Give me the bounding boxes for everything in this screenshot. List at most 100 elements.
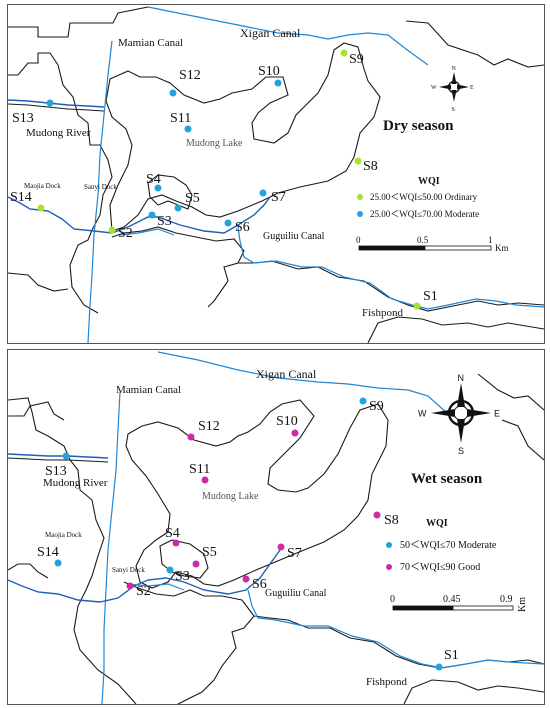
site-label-s5: S5 xyxy=(202,545,217,560)
scale-tick-0: 0 xyxy=(390,594,395,605)
mudong-river-line-2 xyxy=(8,103,105,112)
mudong-river-label: Mudong River xyxy=(26,127,91,139)
site-label-s13: S13 xyxy=(12,111,34,126)
scale-tick-2: 1 xyxy=(488,235,493,245)
fishpond-label: Fishpond xyxy=(362,307,403,319)
fishpond-boundary xyxy=(403,679,544,704)
scale-tick-1: 0.45 xyxy=(443,594,461,605)
site-label-s9: S9 xyxy=(349,52,364,67)
left-lower-boundary xyxy=(8,563,49,579)
site-label-s3: S3 xyxy=(175,569,190,584)
left-lower-boundary xyxy=(8,272,69,292)
xigan-canal xyxy=(147,6,429,66)
site-marker-s7 xyxy=(259,189,267,197)
mudong-river-label: Mudong River xyxy=(43,477,108,489)
site-label-s2: S2 xyxy=(136,584,151,599)
site-marker-s4 xyxy=(172,539,180,547)
site-marker-s6 xyxy=(242,575,250,583)
legend-title: WQI xyxy=(418,176,440,187)
site-label-s10: S10 xyxy=(258,64,280,79)
compass-s: S xyxy=(458,446,464,456)
site-label-s5: S5 xyxy=(185,191,200,206)
sampling-sites: S1 S2 S3 S4 S5 S6 S7 S8 S9 S10 S11 S12 S… xyxy=(37,397,459,671)
site-marker-s8 xyxy=(354,157,362,165)
place-labels: Xigan Canal Mamian Canal Mudong River Mu… xyxy=(24,26,403,319)
site-marker-s2 xyxy=(126,582,134,590)
compass-n: N xyxy=(458,373,465,383)
site-label-s11: S11 xyxy=(189,462,210,477)
legend-label-moderate: 50＜WQI≤70 Moderate xyxy=(400,540,497,551)
site-label-s12: S12 xyxy=(179,68,201,83)
site-label-s11: S11 xyxy=(170,111,191,126)
site-marker-s1 xyxy=(413,302,421,310)
legend-label-good: 70＜WQI≤90 Good xyxy=(400,562,480,573)
site-marker-s14 xyxy=(54,559,62,567)
site-label-s12: S12 xyxy=(198,419,220,434)
compass-e: E xyxy=(470,85,474,91)
right-upper-boundary xyxy=(501,419,544,461)
site-marker-s2 xyxy=(108,226,116,234)
site-label-s13: S13 xyxy=(45,464,67,479)
guguiliu-canal xyxy=(247,589,544,669)
compass-w: W xyxy=(431,85,437,91)
xigan-canal-label: Xigan Canal xyxy=(256,367,317,381)
mudong-lake-label: Mudong Lake xyxy=(186,138,243,149)
top-right-boundary xyxy=(477,373,544,411)
season-title: Wet season xyxy=(411,471,483,487)
fishpond-label: Fishpond xyxy=(366,676,407,688)
site-label-s8: S8 xyxy=(363,159,378,174)
site-label-s1: S1 xyxy=(444,648,459,663)
compass-n: N xyxy=(452,66,457,72)
south-channel xyxy=(119,228,175,236)
scale-unit: Km xyxy=(517,597,528,612)
site-label-s7: S7 xyxy=(287,546,302,561)
guguiliu-canal-label: Guguiliu Canal xyxy=(265,588,327,599)
mamian-canal xyxy=(87,40,113,343)
scale-tick-1: 0.5 xyxy=(417,235,429,245)
compass-s: S xyxy=(452,107,455,113)
site-marker-s13 xyxy=(46,99,54,107)
site-marker-s11 xyxy=(201,476,209,484)
site-label-s8: S8 xyxy=(384,513,399,528)
south-river xyxy=(8,196,271,234)
fishpond-boundary xyxy=(367,316,544,343)
site-marker-s10 xyxy=(274,79,282,87)
site-label-s7: S7 xyxy=(271,190,286,205)
right-edge-boundary xyxy=(405,20,544,68)
site-marker-s11 xyxy=(184,125,192,133)
site-label-s14: S14 xyxy=(10,190,32,205)
site-marker-s13 xyxy=(62,452,70,460)
mudong-river-line-2 xyxy=(8,457,109,463)
site-label-s14: S14 xyxy=(37,545,59,560)
mamian-canal xyxy=(101,391,121,704)
maojia-dock-label: Maojia Dock xyxy=(45,531,82,539)
legend-marker-ordinary xyxy=(357,194,363,200)
site-marker-s5 xyxy=(174,204,182,212)
site-label-s4: S4 xyxy=(165,526,180,541)
wet-season-map: Xigan Canal Mamian Canal Mudong River Mu… xyxy=(8,351,544,704)
site-marker-s8 xyxy=(373,511,381,519)
wqi-legend: WQI 25.00＜WQI≤50.00 Ordinary 25.00＜WQI≤7… xyxy=(357,176,479,219)
sampling-sites: S1 S2 S3 S4 S5 S6 S7 S8 S9 S10 S11 S12 S… xyxy=(10,49,438,310)
legend-label-ordinary: 25.00＜WQI≤50.00 Ordinary xyxy=(370,192,478,202)
legend-title: WQI xyxy=(426,518,448,529)
season-title: Dry season xyxy=(383,118,454,134)
left-top-boundary xyxy=(8,401,65,421)
north-arrow-icon: N S E W xyxy=(418,373,500,456)
site-label-s6: S6 xyxy=(252,577,267,592)
legend-marker-good xyxy=(386,564,392,570)
dry-season-map: Xigan Canal Mamian Canal Mudong River Mu… xyxy=(8,6,544,343)
scale-bar: 0 0.45 0.9 Km xyxy=(390,594,528,612)
site-marker-s5 xyxy=(192,560,200,568)
island-boundary xyxy=(105,42,381,232)
scale-tick-0: 0 xyxy=(356,235,361,245)
inner-island-boundary xyxy=(147,174,193,210)
scale-bar: 0 0.5 1 Km xyxy=(356,235,509,253)
map-panel-dry-season: Xigan Canal Mamian Canal Mudong River Mu… xyxy=(7,4,545,344)
land-boundaries xyxy=(8,6,544,343)
sanyi-dock-label: Sanyi Dock xyxy=(84,183,117,191)
site-label-s3: S3 xyxy=(157,214,172,229)
legend-marker-moderate xyxy=(357,211,363,217)
site-marker-s1 xyxy=(435,663,443,671)
site-label-s4: S4 xyxy=(146,172,161,187)
